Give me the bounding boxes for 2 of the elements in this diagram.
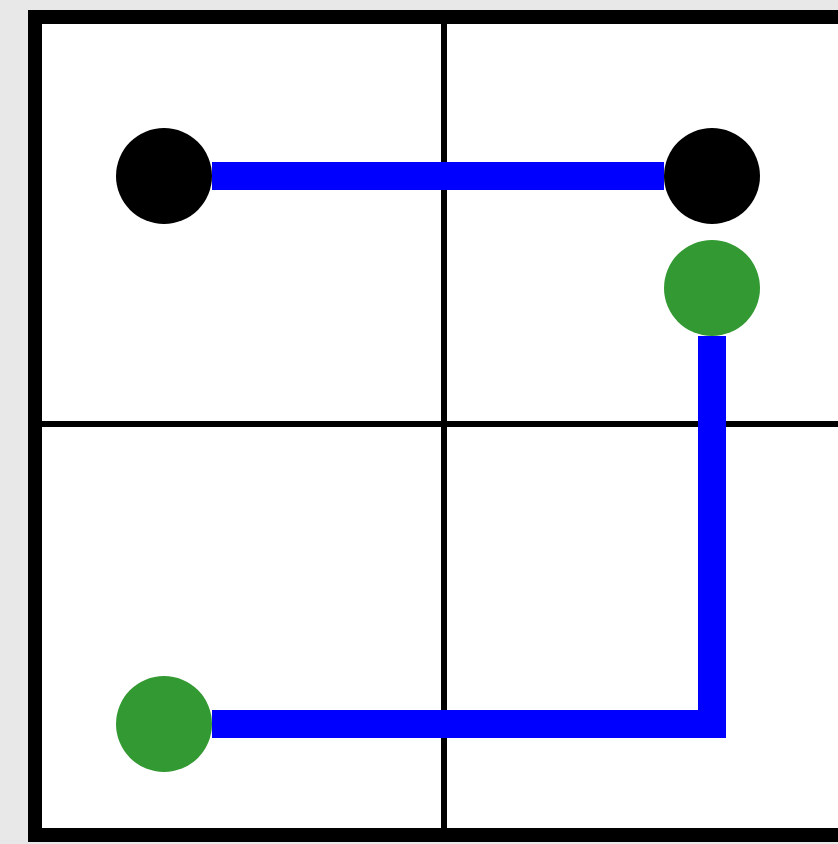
connector-line (212, 336, 726, 738)
connector-line (212, 162, 664, 190)
